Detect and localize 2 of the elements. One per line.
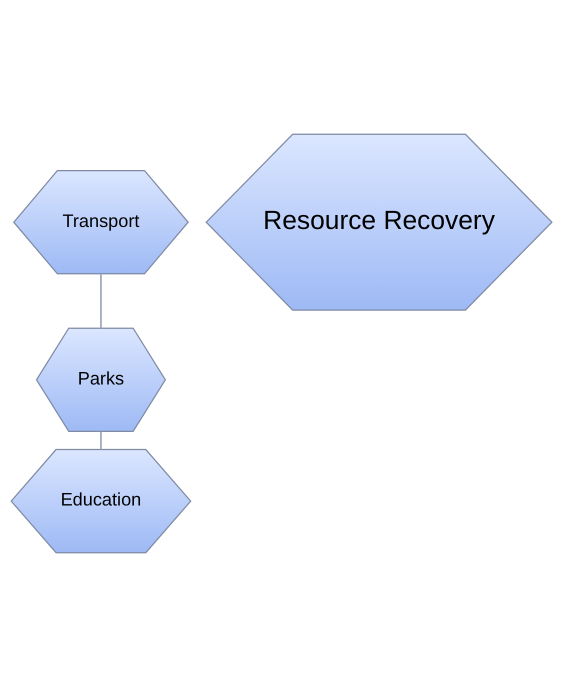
connector xyxy=(100,273,102,328)
connector xyxy=(100,431,102,449)
